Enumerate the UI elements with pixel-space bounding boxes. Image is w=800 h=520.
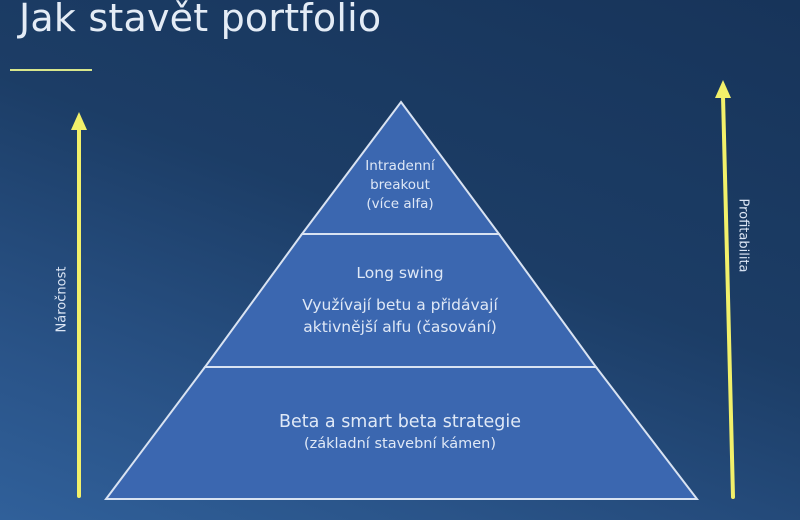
tier-top-label: Intradenní breakout (více alfa) [320, 157, 480, 214]
tier-top-line: (více alfa) [366, 196, 434, 212]
tier-bottom-label: Beta a smart beta strategie (základní st… [200, 410, 600, 454]
title-underline [10, 69, 92, 71]
tier-middle-label: Long swing Využívají betu a přidávají ak… [230, 262, 570, 338]
tier-middle-line: Využívají betu a přidávají [302, 296, 498, 314]
tier-middle-description: Využívají betu a přidávají aktivnější al… [230, 294, 570, 338]
tier-bottom-heading: Beta a smart beta strategie [278, 412, 521, 432]
profitability-axis-label: Profitabilita [735, 198, 751, 273]
slide-title: Jak stavět portfolio [19, 0, 382, 40]
tier-top-line: breakout [370, 177, 430, 193]
difficulty-axis-label: Náročnost [54, 266, 70, 333]
tier-middle-heading: Long swing [356, 264, 444, 282]
tier-bottom-line: (základní stavební kámen) [303, 436, 497, 452]
right-up-arrow-icon [715, 80, 735, 499]
tier-top-line: Intradenní [365, 158, 435, 174]
tier-middle-line: aktivnější alfu (časování) [303, 318, 497, 336]
left-up-arrow-icon [71, 112, 87, 498]
pyramid-tier-top [300, 100, 501, 235]
